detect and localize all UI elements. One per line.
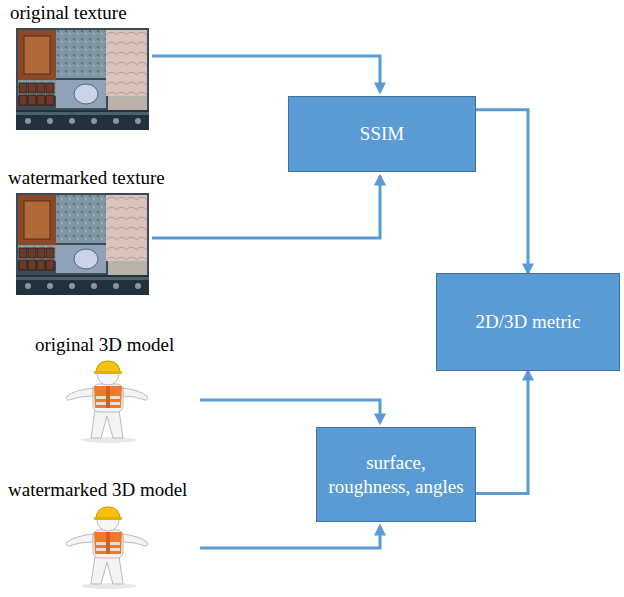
box-text: 2D/3D metric [469,310,586,334]
image-caption: original texture [10,2,127,24]
box-text: surface, roughness, angles [317,451,475,499]
process-box: surface, roughness, angles [316,427,476,522]
image-caption: watermarked 3D model [8,479,187,501]
process-box: SSIM [288,96,476,172]
box-text: SSIM [354,122,410,146]
flow-arrow [476,371,528,494]
flow-arrow [476,110,528,273]
metric-box: 2D/3D metric [436,273,620,371]
image-caption: watermarked texture [8,167,165,189]
image-caption: original 3D model [35,334,174,356]
